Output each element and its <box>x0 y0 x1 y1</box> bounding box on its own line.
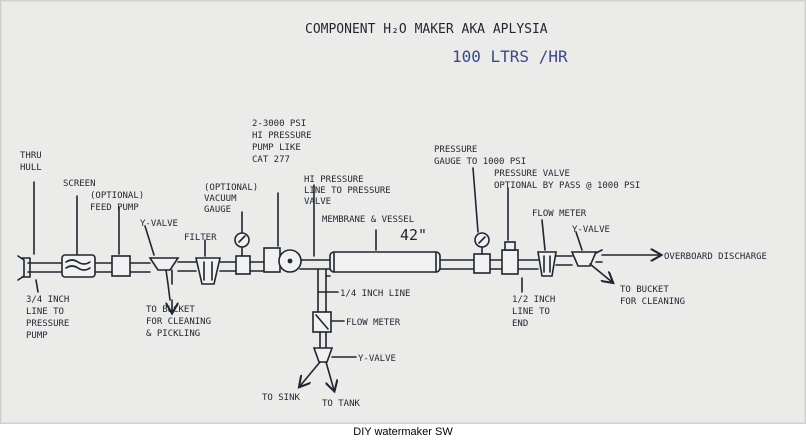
label-flow-meter-1: FLOW METER <box>532 209 587 219</box>
label-to-tank: TO TANK <box>322 399 361 409</box>
product-line <box>300 268 334 390</box>
label-hp-line-1: HI PRESSURE <box>304 175 364 185</box>
label-y-valve-2: Y-VALVE <box>572 225 610 235</box>
watermaker-diagram: COMPONENT H₂O MAKER AKA APLYSIA 100 LTRS… <box>0 0 806 426</box>
label-to-sink: TO SINK <box>262 393 301 403</box>
label-hp-pump-3: PUMP LIKE <box>252 143 301 153</box>
label-vacuum-gauge-1: (OPTIONAL) <box>204 183 258 193</box>
y-valve-inlet <box>148 257 180 301</box>
label-membrane: MEMBRANE & VESSEL <box>322 215 414 225</box>
feed-pump <box>111 255 131 277</box>
pressure-gauge <box>473 232 491 274</box>
label-feed-pump-2: FEED PUMP <box>90 203 139 213</box>
label-inch-line-1: 3/4 INCH <box>26 295 69 305</box>
high-pressure-pump <box>263 247 302 273</box>
label-vacuum-gauge-3: GAUGE <box>204 205 231 215</box>
label-flow-meter-2: FLOW METER <box>346 318 401 328</box>
pressure-valve <box>501 241 519 275</box>
label-thru-hull-1: THRU <box>20 151 42 161</box>
label-feed-pump-1: (OPTIONAL) <box>90 191 144 201</box>
flow-meter-main <box>537 251 557 277</box>
label-quarter-line: 1/4 INCH LINE <box>340 289 410 299</box>
label-bucket-left-1: TO BUCKET <box>146 305 195 315</box>
label-overboard: OVERBOARD DISCHARGE <box>664 252 767 262</box>
label-bucket-left-2: FOR CLEANING <box>146 317 211 327</box>
label-pressure-gauge-2: GAUGE TO 1000 PSI <box>434 157 526 167</box>
label-pressure-valve-1: PRESSURE VALVE <box>494 169 570 179</box>
label-half-line-2: LINE TO <box>512 307 550 317</box>
vacuum-gauge <box>234 232 251 275</box>
label-pressure-valve-2: OPTIONAL BY PASS @ 1000 PSI <box>494 181 640 191</box>
diagram-photo: COMPONENT H₂O MAKER AKA APLYSIA 100 LTRS… <box>0 0 806 426</box>
thru-hull-fitting <box>17 255 25 281</box>
membrane-vessel <box>329 251 441 273</box>
label-screen: SCREEN <box>63 179 96 189</box>
diagram-title: COMPONENT H₂O MAKER AKA APLYSIA <box>305 22 548 37</box>
production-rate: 100 LTRS /HR <box>452 47 568 66</box>
label-pressure-gauge-1: PRESSURE <box>434 145 477 155</box>
label-y-valve-1: Y-VALVE <box>140 219 178 229</box>
label-bucket-left-3: & PICKLING <box>146 329 200 339</box>
label-thru-hull-2: HULL <box>20 163 42 173</box>
label-hp-pump-1: 2-3000 PSI <box>252 119 306 129</box>
label-hp-line-2: LINE TO PRESSURE <box>304 186 391 196</box>
label-filter: FILTER <box>184 233 217 243</box>
y-valve-outlet <box>570 249 612 282</box>
screen-strainer <box>61 254 96 278</box>
leader-lines <box>33 167 583 358</box>
filter-housing <box>194 257 222 285</box>
label-hp-pump-4: CAT 277 <box>252 155 290 165</box>
label-half-line-1: 1/2 INCH <box>512 295 555 305</box>
label-bucket-right-2: FOR CLEANING <box>620 297 685 307</box>
label-half-line-3: END <box>512 319 528 329</box>
label-bucket-right-1: TO BUCKET <box>620 285 669 295</box>
label-y-valve-3: Y-VALVE <box>358 354 396 364</box>
label-inch-line-4: PUMP <box>26 331 48 341</box>
label-hp-line-3: VALVE <box>304 197 331 207</box>
label-inch-line-3: PRESSURE <box>26 319 69 329</box>
main-pipeline <box>21 255 573 278</box>
label-vacuum-gauge-2: VACUUM <box>204 194 237 204</box>
paper-background <box>0 0 806 424</box>
label-membrane-length: 42" <box>400 226 427 244</box>
label-hp-pump-2: HI PRESSURE <box>252 131 312 141</box>
image-caption: DIY watermaker SW <box>353 426 453 438</box>
label-inch-line-2: LINE TO <box>26 307 64 317</box>
